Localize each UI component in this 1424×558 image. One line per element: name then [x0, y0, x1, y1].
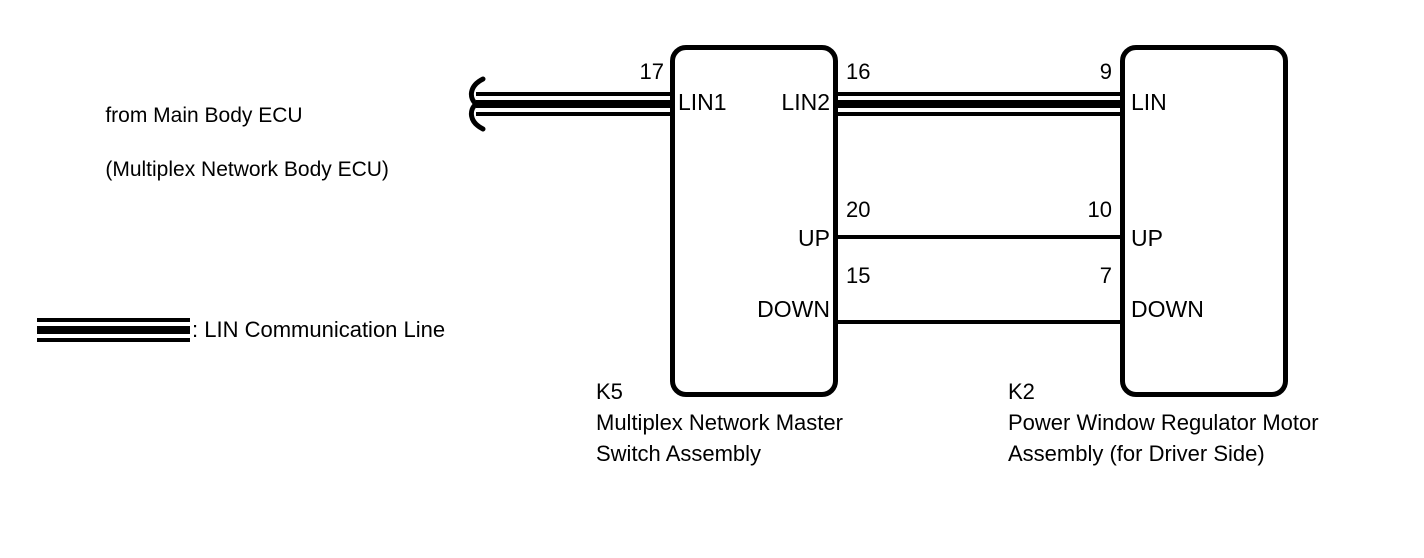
component-code-k2: K2	[1008, 379, 1035, 404]
wire-up-k5-to-k2	[836, 235, 1122, 239]
connector-box-k5	[670, 45, 838, 397]
legend-line-thin-top	[37, 318, 190, 322]
component-name-k5-line2: Switch Assembly	[596, 441, 762, 467]
pin-label-k2-lin: LIN	[1131, 89, 1167, 115]
pin-number-k5-15: 15	[846, 263, 871, 288]
pin-label-k5-lin2: LIN2	[781, 89, 830, 115]
component-name-k2-line2: Assembly (for Driver Side)	[1008, 441, 1265, 467]
component-name-k2-line1: Power Window Regulator Motor	[1008, 410, 1319, 436]
wire-lin-k5-to-k2	[836, 92, 1122, 116]
pin-label-k5-down: DOWN	[757, 296, 830, 322]
pin-number-k5-16: 16	[846, 59, 871, 84]
wire-line-thin-top	[836, 92, 1122, 96]
source-label-line2: (Multiplex Network Body ECU)	[105, 157, 389, 181]
pin-number-k2-7: 7	[1099, 263, 1112, 288]
pin-number-k5-17: 17	[639, 59, 664, 84]
wire-line-thin-top	[476, 92, 672, 96]
source-label-line1: from Main Body ECU	[105, 103, 303, 127]
component-code-k5: K5	[596, 379, 623, 404]
legend-label: : LIN Communication Line	[192, 317, 446, 342]
legend-line-thin-bottom	[37, 338, 190, 342]
wire-line-thin-bottom	[836, 112, 1122, 116]
legend-line-thick-mid	[37, 326, 190, 334]
pin-label-k2-down: DOWN	[1131, 296, 1204, 322]
component-caption-k2: K2 Power Window Regulator Motor Assembly…	[1008, 376, 1319, 470]
pin-label-k5-up: UP	[798, 225, 830, 251]
legend-lin-symbol-icon	[37, 318, 190, 342]
pin-label-k2-up: UP	[1131, 225, 1163, 251]
wire-lin-ecu-to-k5	[476, 92, 672, 116]
wire-line-thick-mid	[836, 100, 1122, 108]
wire-down-k5-to-k2	[836, 320, 1122, 324]
connector-box-k2	[1120, 45, 1288, 397]
source-label: from Main Body ECU (Multiplex Network Bo…	[82, 76, 389, 210]
component-name-k5-line1: Multiplex Network Master	[596, 410, 843, 436]
pin-number-k2-10: 10	[1087, 197, 1112, 222]
pin-number-k2-9: 9	[1099, 59, 1112, 84]
pin-number-k5-20: 20	[846, 197, 871, 222]
pin-label-k5-lin1: LIN1	[678, 89, 727, 115]
component-caption-k5: K5 Multiplex Network Master Switch Assem…	[596, 376, 843, 470]
wire-line-thick-mid	[476, 100, 672, 108]
wire-line-thin-bottom	[476, 112, 672, 116]
